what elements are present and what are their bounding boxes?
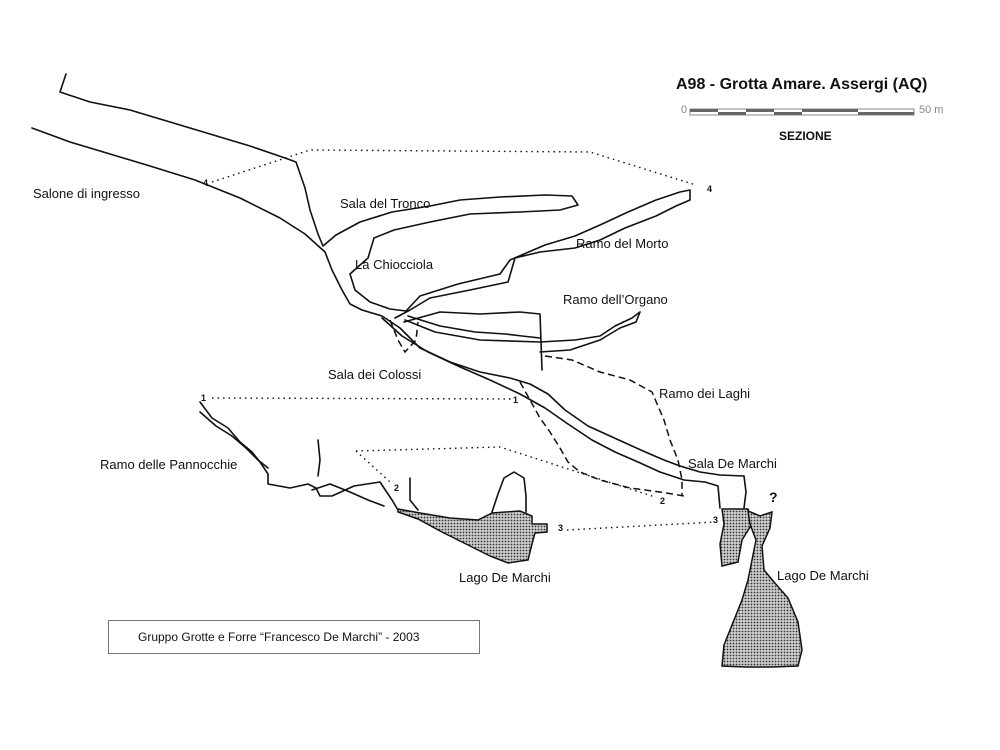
cave-passages (31, 73, 747, 513)
label-sala-de-marchi: Sala De Marchi (688, 456, 777, 471)
label-sala-colossi: Sala dei Colossi (328, 367, 422, 382)
dashed-passages (389, 319, 685, 497)
marker-3-right: 3 (713, 515, 719, 525)
unknown-continuation-marker: ? (769, 489, 778, 505)
survey-connections (211, 149, 716, 531)
label-ramo-laghi: Ramo dei Laghi (659, 386, 751, 401)
credit-box: Gruppo Grotte e Forre “Francesco De Marc… (108, 620, 480, 654)
lago-de-marchi-left-water (397, 508, 548, 564)
label-chiocciola: La Chiocciola (355, 257, 434, 272)
marker-2-right: 2 (660, 496, 666, 506)
label-ramo-morto: Ramo del Morto (576, 236, 669, 251)
scale-min-label: 0 (681, 104, 688, 116)
label-ramo-pannocchie: Ramo delle Pannocchie (100, 457, 238, 472)
scale-max-label: 50 m (919, 104, 944, 116)
label-lago-de-marchi-left: Lago De Marchi (459, 570, 551, 585)
marker-3-left: 3 (558, 523, 564, 533)
marker-4-right: 4 (707, 184, 713, 194)
marker-1-left: 1 (201, 393, 207, 403)
section-label: SEZIONE (779, 129, 832, 143)
marker-2-left: 2 (394, 483, 400, 493)
label-ramo-organo: Ramo dell’Organo (563, 292, 668, 307)
lago-de-marchi-right-water (719, 508, 753, 567)
lago-de-marchi-right-deep-water (721, 509, 803, 668)
label-salone-ingresso: Salone di ingresso (33, 186, 140, 201)
marker-4-left: 4 (203, 178, 209, 188)
scale-bar (689, 108, 915, 116)
survey-title: A98 - Grotta Amare. Assergi (AQ) (676, 76, 928, 93)
label-lago-de-marchi-right: Lago De Marchi (777, 568, 869, 583)
label-sala-tronco: Sala del Tronco (340, 196, 431, 211)
marker-1-right: 1 (513, 395, 519, 405)
